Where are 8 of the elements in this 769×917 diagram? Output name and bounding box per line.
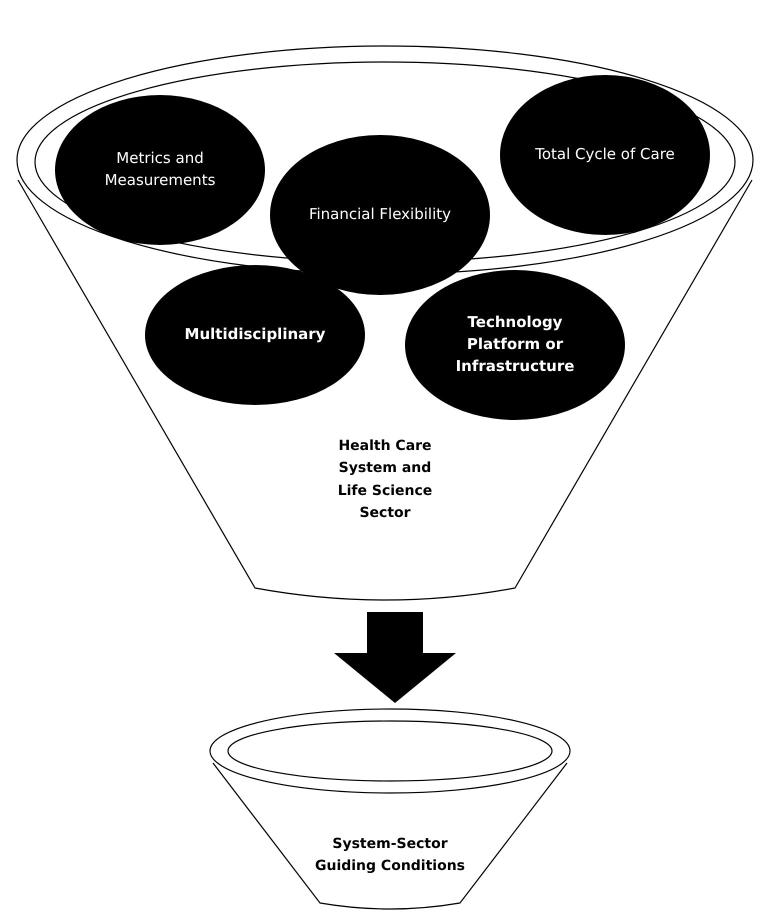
concept-circle: Total Cycle of Care bbox=[500, 75, 710, 235]
concept-circle: Technology Platform or Infrastructure bbox=[405, 270, 625, 420]
funnel-label: Health Care System and Life Science Sector bbox=[336, 437, 434, 524]
arrow bbox=[334, 612, 456, 703]
concept-circle: Metrics and Measurements bbox=[55, 95, 265, 245]
funnel-label: System-Sector Guiding Conditions bbox=[314, 835, 466, 876]
concept-circle: Financial Flexibility bbox=[270, 135, 490, 295]
concept-circle: Multidisciplinary bbox=[145, 265, 365, 405]
